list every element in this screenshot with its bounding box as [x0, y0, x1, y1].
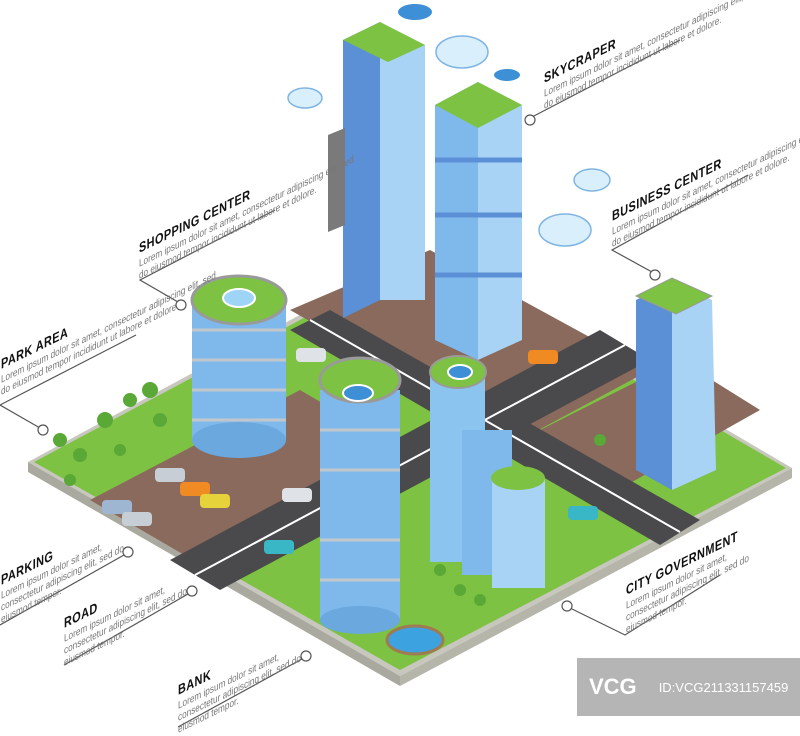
watermark-brand: VCG	[589, 674, 637, 699]
city-government-building	[429, 355, 545, 588]
leader-lines	[0, 39, 749, 728]
shopping-center-building	[190, 274, 288, 458]
clouds	[287, 35, 611, 247]
skyscraper-building	[328, 2, 434, 318]
bank-building	[318, 356, 402, 634]
business-center-building	[634, 277, 716, 490]
road-line	[194, 344, 626, 576]
park-trees	[53, 382, 606, 606]
road-line	[309, 319, 681, 533]
tower-building	[435, 67, 522, 360]
watermark-id: ID:VCG211331157459	[658, 679, 789, 695]
cars	[102, 348, 598, 554]
pond	[385, 624, 445, 656]
watermark: VCG ID:VCG211331157459	[577, 658, 800, 716]
